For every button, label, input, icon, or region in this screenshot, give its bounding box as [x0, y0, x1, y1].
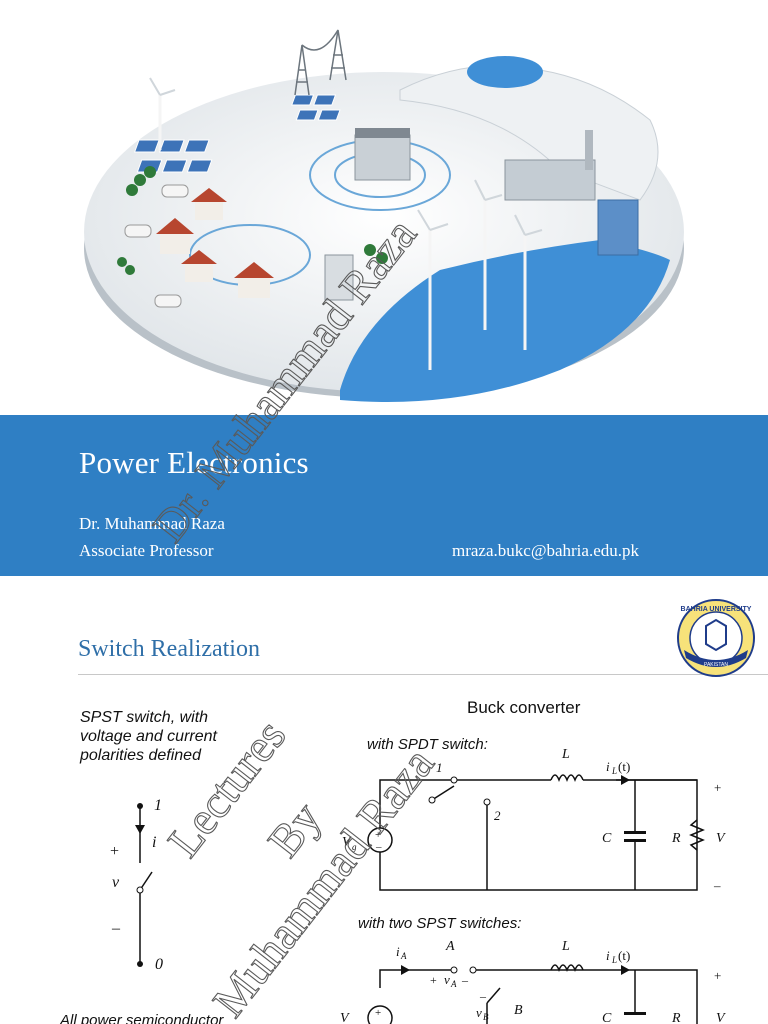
il-subscript-2: L — [611, 955, 617, 965]
source-label: V — [342, 835, 352, 850]
va-plus: + — [430, 973, 437, 987]
spst-terminal-1: 1 — [154, 797, 162, 814]
il-argument: (t) — [618, 759, 630, 774]
il-label-2: i — [606, 948, 610, 963]
spst-plus: + — [110, 843, 119, 860]
spst-caption-line: polarities defined — [80, 747, 201, 764]
source-plus: + — [375, 829, 381, 841]
output-plus: + — [714, 780, 721, 795]
ia-subscript: A — [400, 951, 407, 961]
spst-minus: – — [111, 920, 121, 937]
inductor-label-2: L — [561, 939, 570, 954]
spst-caption-line: SPST switch, with — [80, 709, 209, 726]
ia-label: i — [396, 944, 400, 959]
presentation-title: Power Electronics — [79, 445, 309, 480]
source-plus-2: + — [375, 1007, 381, 1019]
author-email: mraza.bukc@bahria.edu.pk — [452, 541, 639, 560]
spst-caption-line: voltage and current — [80, 728, 217, 745]
buck-heading: Buck converter — [467, 698, 581, 717]
circuit-diagrams: 1 i + v – 0 1 2 L i L (t) C R V + – V g … — [110, 747, 726, 1024]
two-spst-caption: with two SPST switches: — [358, 915, 522, 932]
capacitor-label-2: C — [602, 1011, 612, 1024]
content-slide: Switch Realization BAHRIA UNIVERSITY PAK… — [0, 588, 768, 1024]
vb-label: v — [476, 1005, 482, 1020]
resistor-label: R — [671, 831, 681, 846]
spdt-position-1: 1 — [436, 760, 443, 775]
bottom-caption: All power semiconductor — [60, 1012, 224, 1024]
va-subscript: A — [450, 979, 457, 989]
spst-terminal-0: 0 — [155, 956, 163, 973]
spdt-position-2: 2 — [494, 808, 501, 823]
capacitor-label: C — [602, 831, 612, 846]
university-logo: BAHRIA UNIVERSITY PAKISTAN — [677, 599, 755, 677]
il-argument-2: (t) — [618, 948, 630, 963]
source-subscript: g — [352, 842, 357, 852]
output-voltage-label: V — [716, 831, 726, 846]
vb-subscript: B — [483, 1012, 489, 1022]
spst-current-label: i — [152, 834, 156, 851]
output-minus: – — [713, 878, 721, 893]
slide-separator — [0, 576, 768, 588]
logo-text: BAHRIA UNIVERSITY — [681, 606, 752, 613]
smart-grid-illustration — [84, 29, 684, 402]
author-name: Dr. Muhammad Raza — [79, 514, 225, 533]
title-band: Power Electronics Dr. Muhammad Raza Asso… — [0, 415, 768, 576]
resistor-label-2: R — [671, 1011, 681, 1024]
author-role: Associate Professor — [79, 541, 214, 560]
title-slide: Power Electronics Dr. Muhammad Raza Asso… — [0, 29, 768, 576]
inductor-label: L — [561, 747, 570, 762]
spdt-caption: with SPDT switch: — [367, 736, 488, 753]
slide-title: Switch Realization — [78, 636, 260, 662]
il-label: i — [606, 759, 610, 774]
switch-b-label: B — [514, 1003, 523, 1018]
source-label-2: V — [340, 1011, 350, 1024]
va-minus: – — [461, 973, 469, 987]
output-voltage-label-2: V — [716, 1011, 726, 1024]
switch-a-label: A — [445, 939, 455, 954]
source-minus: – — [375, 841, 382, 853]
va-label: v — [444, 972, 450, 987]
vb-minus: – — [479, 989, 487, 1003]
output-plus-2: + — [714, 968, 721, 983]
il-subscript: L — [611, 766, 617, 776]
spst-voltage-label: v — [112, 874, 120, 891]
title-divider — [78, 674, 768, 675]
spst-caption: SPST switch, with voltage and current po… — [80, 708, 217, 765]
logo-subtext: PAKISTAN — [704, 662, 728, 668]
